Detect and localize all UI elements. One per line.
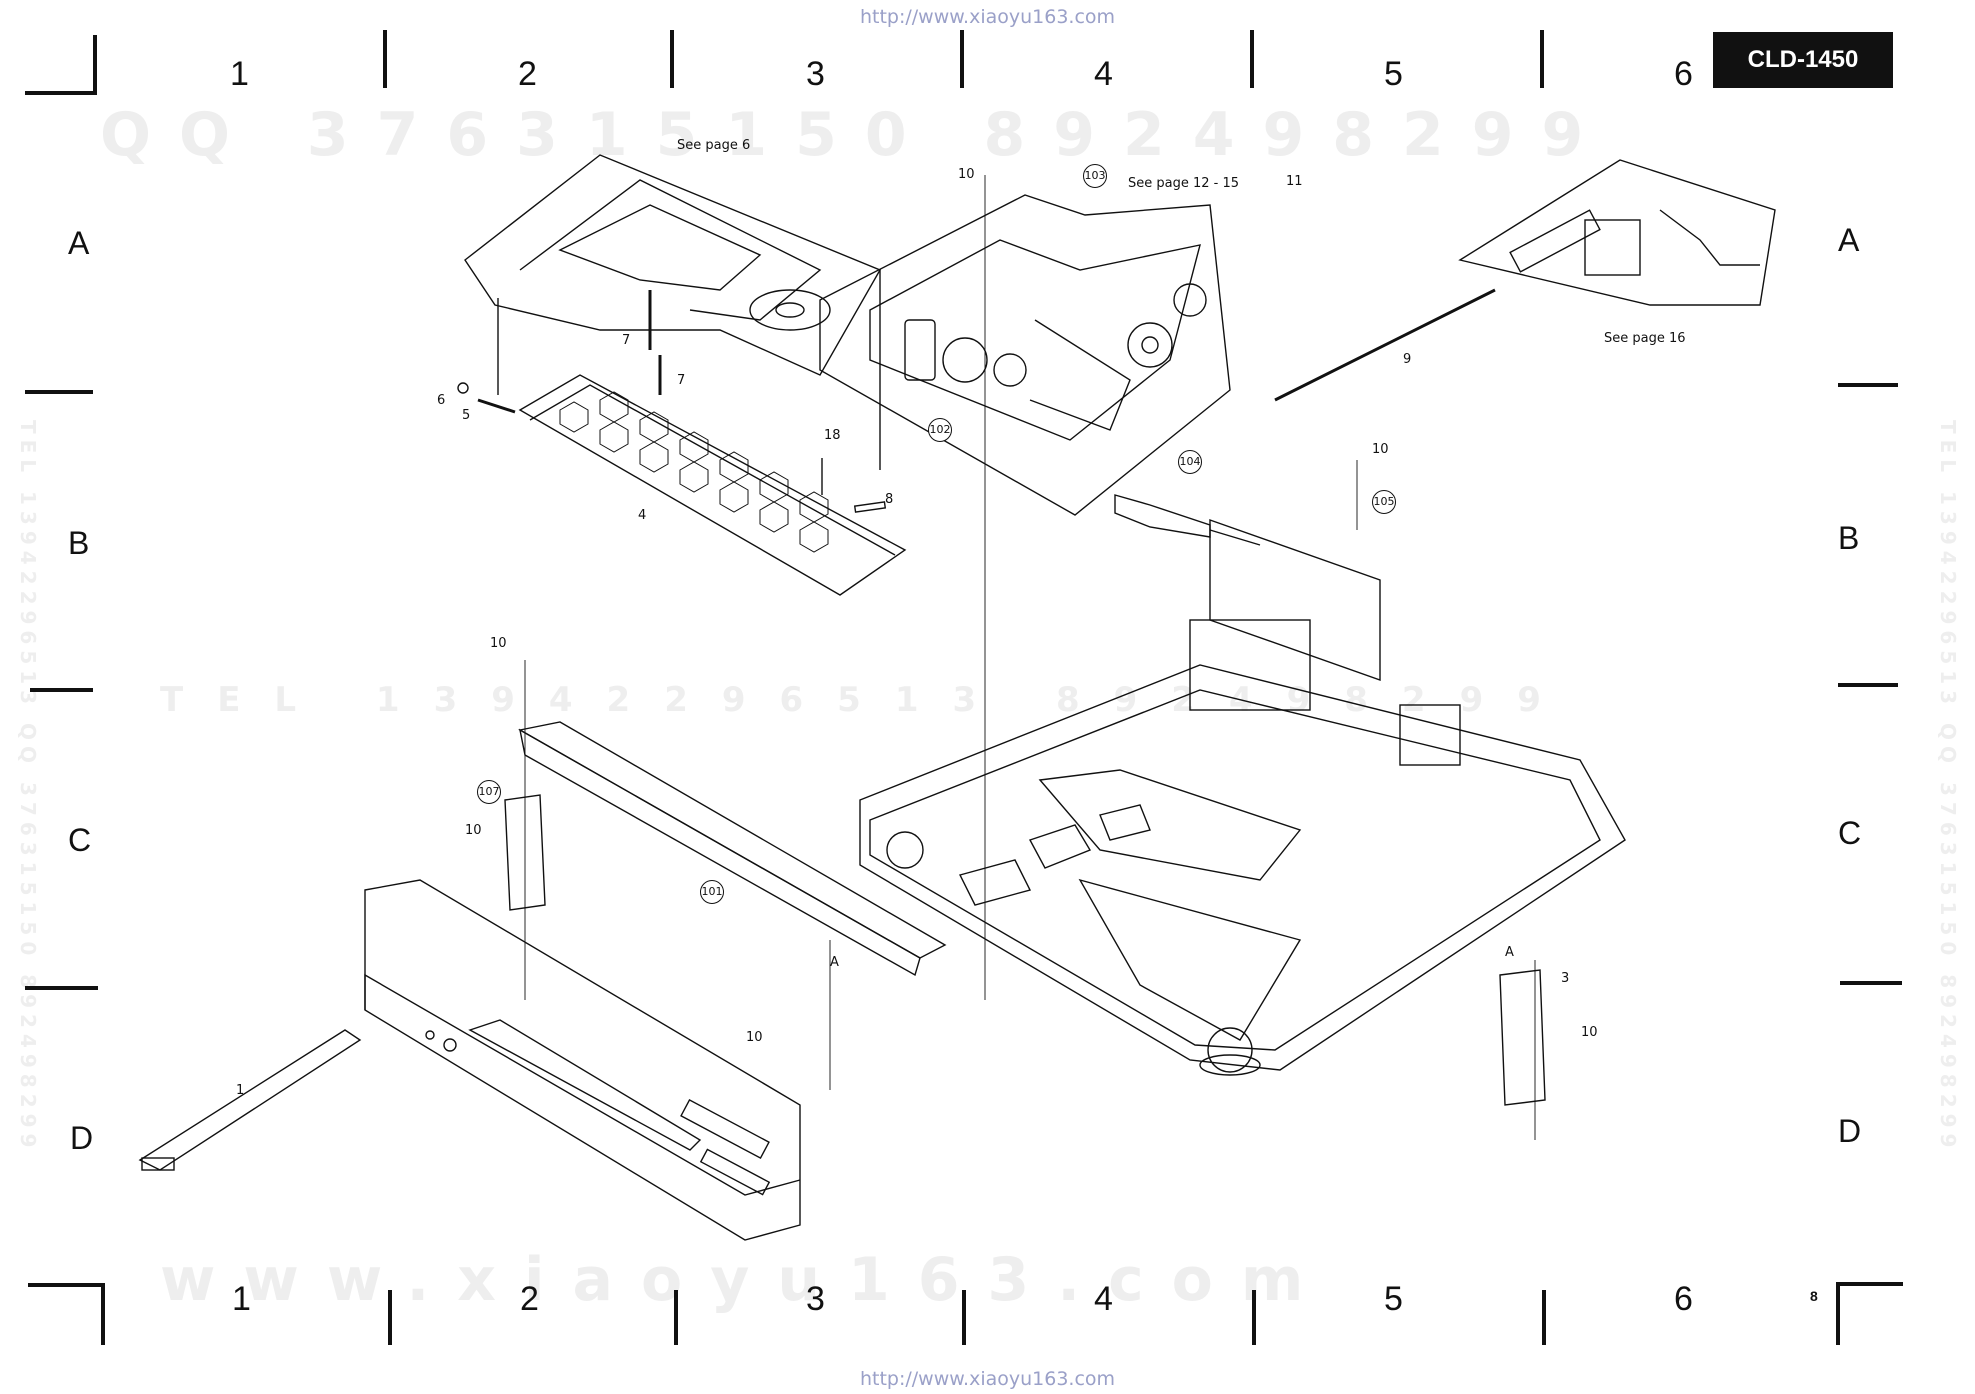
- callout-a1: A: [830, 955, 839, 970]
- callout-10f: 10: [1581, 1025, 1598, 1040]
- grid-row-left-a: A: [68, 225, 90, 261]
- grid-col-top-5: 5: [1384, 55, 1403, 93]
- corner-bottom-left: [28, 1283, 105, 1345]
- callout-10a: 10: [958, 167, 975, 182]
- circled-callout-101: 101: [700, 880, 724, 904]
- callout-8: 8: [885, 492, 894, 507]
- callout-9: 9: [1403, 352, 1412, 367]
- page-number: 8: [1810, 1288, 1818, 1304]
- callout-6: 6: [437, 393, 446, 408]
- circled-callout-102: 102: [928, 418, 952, 442]
- see-page-pickup: See page 16: [1604, 331, 1686, 346]
- callout-7b: 7: [677, 373, 686, 388]
- circled-callout-107: 107: [477, 780, 501, 804]
- flat-cable: [138, 1029, 362, 1171]
- grid-row-right-b: B: [1838, 520, 1860, 556]
- front-panel: [364, 879, 801, 1241]
- grid-row-left-c: C: [68, 822, 92, 858]
- callout-4: 4: [638, 508, 647, 523]
- callout-7a: 7: [622, 333, 631, 348]
- grid-col-top-6: 6: [1674, 55, 1693, 93]
- grid-col-bottom-4: 4: [1094, 1280, 1113, 1318]
- circled-callout-104: 104: [1178, 450, 1202, 474]
- grid-row-right-d: D: [1838, 1113, 1862, 1149]
- grid-col-bottom-6: 6: [1674, 1280, 1693, 1318]
- tray-outline: [464, 154, 882, 376]
- grid-row-right-a: A: [1838, 222, 1860, 258]
- grid-col-top-1: 1: [230, 55, 249, 93]
- url-top[interactable]: http://www.xiaoyu163.com: [859, 6, 1116, 28]
- grid-col-bottom-5: 5: [1384, 1280, 1403, 1318]
- grid-col-top-2: 2: [518, 55, 537, 93]
- frame-marks: [25, 30, 1903, 1345]
- model-badge: CLD-1450: [1713, 32, 1893, 88]
- watermark-qq: QQ 376315150 892498299: [100, 100, 1612, 170]
- callout-1: 1: [236, 1083, 245, 1098]
- callout-a2: A: [1505, 945, 1514, 960]
- callout-10c: 10: [490, 636, 507, 651]
- callout-10b: 10: [1372, 442, 1389, 457]
- callout-10d: 10: [465, 823, 482, 838]
- grid-row-right-c: C: [1838, 815, 1862, 851]
- corner-bottom-right: [1836, 1282, 1903, 1345]
- see-page-mechanism: See page 12 - 15: [1128, 176, 1240, 191]
- grid-col-top-4: 4: [1094, 55, 1113, 93]
- circled-callout-103: 103: [1083, 164, 1107, 188]
- circled-callout-105: 105: [1372, 490, 1396, 514]
- grid-col-bottom-1: 1: [232, 1280, 251, 1318]
- grid-col-bottom-3: 3: [806, 1280, 825, 1318]
- url-bottom[interactable]: http://www.xiaoyu163.com: [859, 1368, 1116, 1390]
- callout-11: 11: [1286, 174, 1303, 189]
- mechanism-outline: [819, 194, 1231, 516]
- watermark-site: www.xiaoyu163.com: [160, 1245, 1332, 1315]
- callout-10e: 10: [746, 1030, 763, 1045]
- tray-plate: [518, 374, 907, 596]
- callout-3: 3: [1561, 971, 1570, 986]
- rear-panel: [1209, 519, 1381, 681]
- see-page-tray: See page 6: [677, 138, 751, 153]
- pickup-outline: [1458, 159, 1776, 306]
- callout-18: 18: [824, 428, 841, 443]
- grid-row-left-b: B: [68, 525, 90, 561]
- grid-col-bottom-2: 2: [520, 1280, 539, 1318]
- watermark-tel: TEL 13942296513 892498299: [160, 680, 1575, 720]
- grid-row-left-d: D: [70, 1120, 94, 1156]
- chassis-outline: [859, 664, 1626, 1071]
- callout-5: 5: [462, 408, 471, 423]
- corner-top-left: [25, 35, 97, 95]
- front-rail: [518, 721, 947, 959]
- grid-col-top-3: 3: [806, 55, 825, 93]
